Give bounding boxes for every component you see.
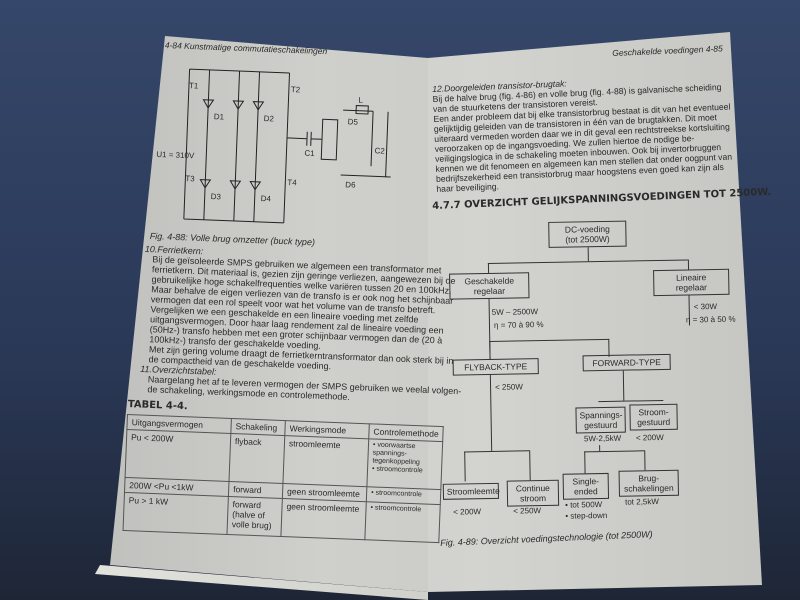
node-stroomleemte: Stroomleemte [442,482,500,500]
table-cell: • stroomcontrole [364,501,441,543]
node-geschakelde-regelaar: Geschakelde regelaar [449,272,530,300]
table-cell: Pu > 1 kW [123,492,229,535]
label-u1: U1 = 310V [156,149,195,161]
section-12: 12.Doorgeleiden transistor-brugtak: Bij … [432,72,734,194]
node-lineaire-regelaar: Lineaire regelaar [653,268,730,297]
node-brugschakelingen: Brug- schakelingen [618,469,679,497]
flowchart: DC-voeding (tot 2500W) Geschakelde regel… [430,206,756,552]
table-cell: • voorwaartse spannings-tegenkoppeling •… [366,438,443,490]
label-l: L [358,95,364,105]
label-d2: D2 [263,114,275,124]
table-title: TABEL 4-4. [127,399,188,413]
node-spanningsgestuurd: Spannings- gestuurd [575,406,626,434]
node-flyback-type: FLYBACK-TYPE [452,358,539,376]
node-continue-stroom: Continue stroom [506,479,560,507]
linear-power: < 30W [693,302,718,312]
continuous-power: < 250W [513,506,542,516]
node-stroomgestuurd: Stroom- gestuurd [629,403,678,431]
label-t1: T1 [188,81,199,91]
single-note: • step-down [565,510,608,521]
switched-efficiency: η = 70 à 90 % [493,320,544,330]
label-t2: T2 [290,85,301,95]
current-controlled-power: < 200W [635,432,664,443]
flyback-power: < 250W [494,382,523,392]
single-note: • tot 500W [565,500,603,510]
switched-power: 5W – 2500W [491,307,539,317]
label-c1: C1 [304,148,315,159]
circuit-diagram: T1 T2 T3 T4 D1 D2 D3 D4 D5 D6 C1 C2 L U1… [153,58,409,237]
node-forward-type: FORWARD-TYPE [582,353,671,372]
full-bridge-circuit-icon [183,68,391,224]
label-d4: D4 [260,193,272,204]
label-d1: D1 [213,112,225,122]
table-cell: flyback [228,433,285,484]
label-c2: C2 [374,146,385,156]
section-10: 10.Ferrietkern: Bij de geïsoleerde SMPS … [139,244,466,406]
label-d5: D5 [347,117,359,127]
bridge-power: tot 2,5kW [625,497,659,507]
table-cell: stroomleemte [282,435,369,487]
label-t3: T3 [185,174,195,184]
linear-efficiency: η = 30 à 50 % [685,314,736,325]
table-4-4: Uitgangsvermogen Schakeling Werkingsmode… [123,414,444,543]
gap-power: < 200W [453,507,482,517]
table-cell: geen stroomleemte [280,498,367,540]
node-single-ended: Single- ended [562,472,610,500]
table-cell: Pu < 200W [125,429,231,482]
label-d3: D3 [210,192,222,202]
label-d6: D6 [345,180,356,190]
table-cell: forward (halve of volle brug) [226,496,283,537]
voltage-controlled-power: 5W-2,5kW [583,433,622,444]
node-dc-voeding: DC-voeding (tot 2500W) [548,220,627,248]
label-t4: T4 [287,177,297,188]
